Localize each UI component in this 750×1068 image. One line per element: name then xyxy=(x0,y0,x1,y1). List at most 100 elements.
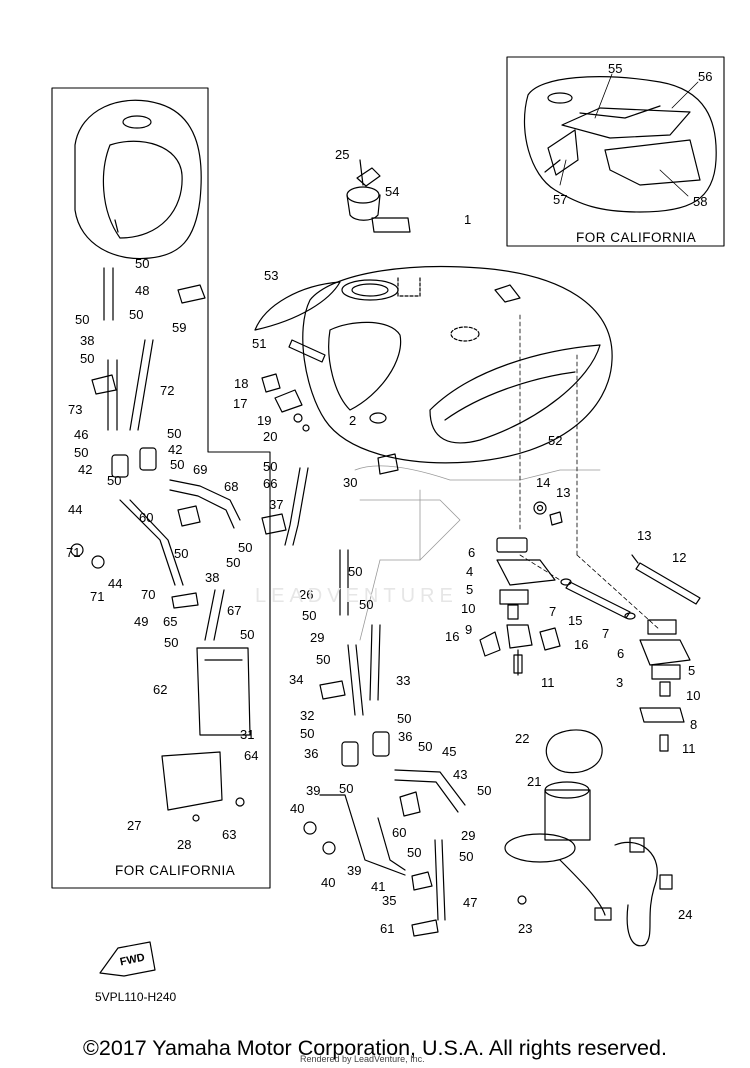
part-callout-53: 53 xyxy=(264,268,279,283)
hose-network xyxy=(70,267,466,921)
rod xyxy=(288,339,326,363)
part-callout-14: 14 xyxy=(536,475,551,490)
part-callout-50: 50 xyxy=(302,608,317,623)
part-callout-50: 50 xyxy=(359,597,374,612)
part-callout-50: 50 xyxy=(418,739,433,754)
part-callout-33: 33 xyxy=(396,673,411,688)
part-callout-16: 16 xyxy=(445,629,460,644)
part-callout-50: 50 xyxy=(339,781,354,796)
part-callout-73: 73 xyxy=(68,402,83,417)
part-callout-36: 36 xyxy=(398,729,413,744)
part-callout-50: 50 xyxy=(397,711,412,726)
fwd-arrow xyxy=(99,941,156,977)
rendered-by: Rendered by LeadVenture, Inc. xyxy=(300,1054,425,1064)
diagram-code: 5VPL110-H240 xyxy=(95,990,177,1004)
part-callout-7: 7 xyxy=(602,626,610,641)
part-callout-50: 50 xyxy=(75,312,90,327)
inset-leaders xyxy=(559,73,699,197)
bracket-cluster xyxy=(261,373,310,432)
part-callout-63: 63 xyxy=(222,827,237,842)
part-callout-40: 40 xyxy=(321,875,336,890)
part-callout-17: 17 xyxy=(233,396,248,411)
main-fuel-tank xyxy=(302,265,613,464)
part-callout-6: 6 xyxy=(617,646,625,661)
part-callout-37: 37 xyxy=(269,497,284,512)
clips xyxy=(91,284,439,937)
part-callout-9: 9 xyxy=(465,622,473,637)
part-callout-26: 26 xyxy=(299,587,314,602)
part-callout-50: 50 xyxy=(170,457,185,472)
part-callout-7: 7 xyxy=(549,604,557,619)
part-callout-28: 28 xyxy=(177,837,192,852)
part-callout-38: 38 xyxy=(205,570,220,585)
part-callout-61: 61 xyxy=(380,921,395,936)
part-callout-32: 32 xyxy=(300,708,315,723)
part-callout-3: 3 xyxy=(616,675,624,690)
part-callout-22: 22 xyxy=(515,731,530,746)
part-callout-71: 71 xyxy=(90,589,105,604)
part-callout-43: 43 xyxy=(453,767,468,782)
california-inset-label: FOR CALIFORNIA xyxy=(576,230,697,245)
part-callout-42: 42 xyxy=(78,462,93,477)
part-callout-50: 50 xyxy=(226,555,241,570)
part-callout-5: 5 xyxy=(688,663,696,678)
part-callout-54: 54 xyxy=(385,184,400,199)
part-callout-35: 35 xyxy=(382,893,397,908)
part-callout-57: 57 xyxy=(553,192,568,207)
part-callout-49: 49 xyxy=(134,614,149,629)
part-callout-42: 42 xyxy=(168,442,183,457)
part-callout-51: 51 xyxy=(252,336,267,351)
california-left-label: FOR CALIFORNIA xyxy=(115,863,236,878)
part-callout-20: 20 xyxy=(263,429,278,444)
part-callout-50: 50 xyxy=(80,351,95,366)
california-inset-box xyxy=(506,56,725,247)
part-callout-44: 44 xyxy=(108,576,123,591)
part-callout-4: 4 xyxy=(466,564,474,579)
part-callout-66: 66 xyxy=(263,476,278,491)
part-callout-50: 50 xyxy=(135,256,150,271)
part-callout-50: 50 xyxy=(238,540,253,555)
inset-tank-drawing xyxy=(523,76,717,213)
part-callout-50: 50 xyxy=(459,849,474,864)
part-callout-31: 31 xyxy=(240,727,255,742)
fuel-pump-assembly xyxy=(504,729,673,947)
part-callout-30: 30 xyxy=(343,475,358,490)
tank-emblem-left xyxy=(254,281,341,331)
part-callout-50: 50 xyxy=(348,564,363,579)
part-callout-25: 25 xyxy=(335,147,350,162)
california-left-boundary xyxy=(51,87,271,889)
reference-lines xyxy=(519,314,661,631)
part-callout-50: 50 xyxy=(316,652,331,667)
part-callout-23: 23 xyxy=(518,921,533,936)
part-callout-64: 64 xyxy=(244,748,259,763)
part-callout-72: 72 xyxy=(160,383,175,398)
part-callout-44: 44 xyxy=(68,502,83,517)
part-callout-27: 27 xyxy=(127,818,142,833)
part-callout-6: 6 xyxy=(468,545,476,560)
part-callout-46: 46 xyxy=(74,427,89,442)
copyright: ©2017 Yamaha Motor Corporation, U.S.A. A… xyxy=(83,1036,667,1060)
part-callout-55: 55 xyxy=(608,61,623,76)
part-callout-50: 50 xyxy=(477,783,492,798)
part-callout-13: 13 xyxy=(556,485,571,500)
part-callout-2: 2 xyxy=(349,413,357,428)
part-callout-1: 1 xyxy=(464,212,472,227)
part-callout-41: 41 xyxy=(371,879,386,894)
fuel-cap xyxy=(346,159,381,221)
part-callout-11: 11 xyxy=(541,675,555,690)
part-callout-18: 18 xyxy=(234,376,249,391)
mount-hardware xyxy=(479,501,701,752)
part-callout-50: 50 xyxy=(167,426,182,441)
part-callout-15: 15 xyxy=(568,613,583,628)
part-callout-50: 50 xyxy=(107,473,122,488)
part-callout-50: 50 xyxy=(74,445,89,460)
part-callout-60: 60 xyxy=(139,510,154,525)
label-sticker xyxy=(371,217,411,233)
part-callout-16: 16 xyxy=(574,637,589,652)
part-callout-45: 45 xyxy=(442,744,457,759)
part-callout-50: 50 xyxy=(174,546,189,561)
watermark: LEADVENTURE xyxy=(255,585,458,607)
part-callout-21: 21 xyxy=(527,774,542,789)
part-callout-70: 70 xyxy=(141,587,156,602)
part-callout-50: 50 xyxy=(164,635,179,650)
